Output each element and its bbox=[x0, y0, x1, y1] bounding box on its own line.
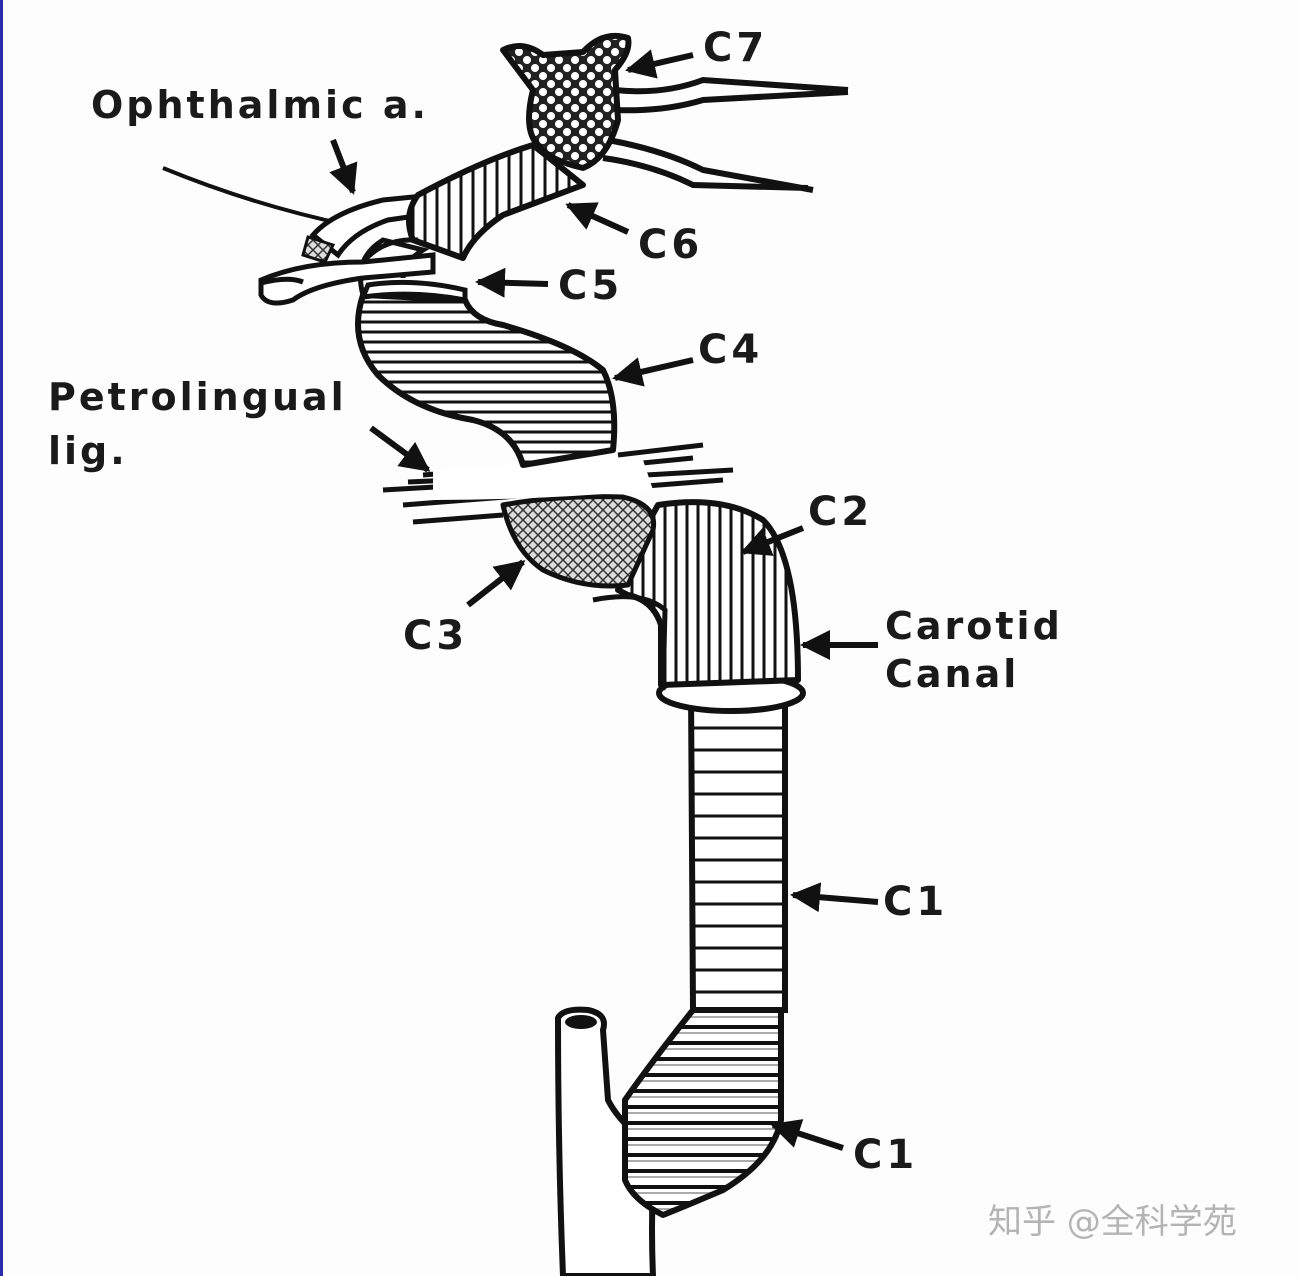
label-c3: C3 bbox=[403, 616, 468, 656]
branch-c7-upper bbox=[615, 80, 848, 110]
petrolingual-ligament-band bbox=[433, 460, 653, 500]
c4-segment bbox=[358, 295, 614, 465]
arrow-c7 bbox=[628, 55, 693, 70]
arrow-c1-lower bbox=[773, 1125, 843, 1148]
branch-c7-lower bbox=[603, 140, 813, 190]
label-petrolingual: Petrolingual bbox=[48, 378, 347, 416]
arrow-c6 bbox=[568, 205, 628, 232]
arrow-c3 bbox=[468, 562, 523, 605]
label-c4: C4 bbox=[698, 330, 763, 370]
label-c5: C5 bbox=[558, 266, 623, 306]
label-canal: Canal bbox=[885, 655, 1019, 693]
label-carotid: Carotid bbox=[885, 607, 1063, 645]
label-c6: C6 bbox=[638, 225, 703, 265]
c1-lower-segment bbox=[625, 1010, 781, 1215]
label-c1-lower: C1 bbox=[853, 1135, 918, 1175]
arrow-c1-upper bbox=[793, 895, 878, 902]
ophthalmic-artery bbox=[163, 168, 348, 225]
arrow-ophthalmic bbox=[333, 140, 353, 192]
c1-upper-segment bbox=[691, 690, 785, 1010]
arrow-petrolingual bbox=[371, 428, 428, 470]
external-carotid-opening bbox=[565, 1015, 597, 1029]
label-c1-upper: C1 bbox=[883, 882, 948, 922]
c3-segment bbox=[503, 497, 654, 586]
label-ophthalmic-artery: Ophthalmic a. bbox=[91, 86, 429, 124]
watermark: 知乎 @全科学苑 bbox=[988, 1205, 1237, 1239]
label-c7: C7 bbox=[703, 28, 768, 68]
label-c2: C2 bbox=[808, 492, 873, 532]
carotid-artery-diagram bbox=[3, 0, 1300, 1276]
arrow-c5 bbox=[478, 282, 548, 284]
arrow-c4 bbox=[615, 360, 693, 378]
label-petrolingual-lig: lig. bbox=[48, 432, 128, 470]
